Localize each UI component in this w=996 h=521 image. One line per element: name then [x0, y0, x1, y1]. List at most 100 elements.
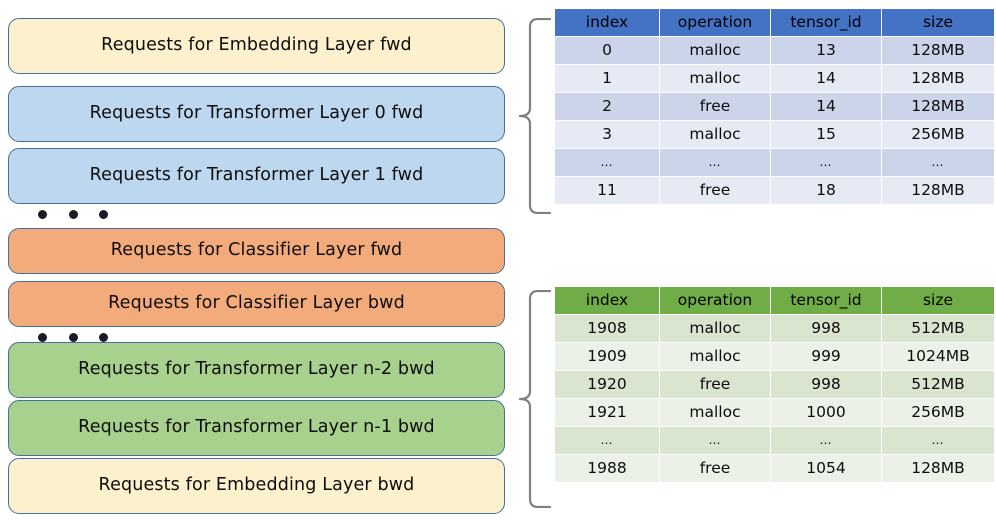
table-row: ………… [555, 427, 994, 454]
table-cell-size: 512MB [882, 315, 994, 342]
table-cell-index: 1 [555, 65, 659, 92]
brace-backward-requests [518, 290, 552, 508]
table-cell-index: 1920 [555, 371, 659, 398]
request-box-label: Requests for Embedding Layer fwd [101, 35, 412, 56]
request-box-label: Requests for Classifier Layer fwd [110, 240, 403, 261]
table-cell-operation: malloc [660, 315, 770, 342]
table-cell-tensor_id: … [771, 427, 881, 454]
table-cell-operation: free [660, 177, 770, 204]
table-cell-operation: malloc [660, 37, 770, 64]
request-box-transformer-0-fwd: Requests for Transformer Layer 0 fwd [8, 86, 505, 142]
request-box-transformer-n2-bwd: Requests for Transformer Layer n-2 bwd [8, 342, 505, 398]
ellipsis-dot [99, 209, 108, 219]
table-cell-size: 256MB [882, 121, 994, 148]
table-cell-size: 128MB [882, 65, 994, 92]
table-cell-size: 512MB [882, 371, 994, 398]
table-cell-tensor_id: … [771, 149, 881, 176]
table-cell-operation: malloc [660, 399, 770, 426]
table-cell-tensor_id: 1000 [771, 399, 881, 426]
request-box-label: Requests for Transformer Layer 1 fwd [89, 165, 424, 186]
column-header-tensor-id: tensor_id [771, 287, 881, 314]
table-header-row: index operation tensor_id size [555, 287, 994, 314]
table-cell-operation: free [660, 371, 770, 398]
request-box-embedding-fwd: Requests for Embedding Layer fwd [8, 18, 505, 74]
table-cell-index: … [555, 149, 659, 176]
column-header-operation: operation [660, 9, 770, 36]
table-cell-index: 1908 [555, 315, 659, 342]
table-cell-size: … [882, 149, 994, 176]
column-header-operation: operation [660, 287, 770, 314]
request-box-embedding-bwd: Requests for Embedding Layer bwd [8, 458, 505, 514]
ellipsis-dot [38, 209, 47, 219]
table-cell-tensor_id: 14 [771, 93, 881, 120]
column-header-size: size [882, 287, 994, 314]
request-box-transformer-1-fwd: Requests for Transformer Layer 1 fwd [8, 148, 505, 204]
table-cell-operation: malloc [660, 343, 770, 370]
table-cell-operation: malloc [660, 65, 770, 92]
table-cell-size: 128MB [882, 37, 994, 64]
ellipsis-dot [68, 332, 78, 342]
table-cell-tensor_id: 13 [771, 37, 881, 64]
ellipsis-dot [99, 332, 108, 342]
request-box-label: Requests for Transformer Layer 0 fwd [89, 103, 424, 124]
table-cell-index: 2 [555, 93, 659, 120]
table-cell-index: 1921 [555, 399, 659, 426]
table-cell-size: … [882, 427, 994, 454]
request-box-label: Requests for Transformer Layer n-2 bwd [78, 359, 435, 380]
table-cell-tensor_id: 999 [771, 343, 881, 370]
request-box-label: Requests for Transformer Layer n-1 bwd [78, 417, 435, 438]
table-cell-index: 1909 [555, 343, 659, 370]
table-cell-operation: free [660, 455, 770, 482]
table-cell-index: 11 [555, 177, 659, 204]
column-header-size: size [882, 9, 994, 36]
column-header-tensor-id: tensor_id [771, 9, 881, 36]
ellipsis-backward [38, 330, 108, 344]
table-cell-operation: malloc [660, 121, 770, 148]
table-cell-index: … [555, 427, 659, 454]
request-box-classifier-bwd: Requests for Classifier Layer bwd [8, 281, 505, 327]
column-header-index: index [555, 9, 659, 36]
table-cell-size: 1024MB [882, 343, 994, 370]
column-header-index: index [555, 287, 659, 314]
brace-forward-requests [518, 18, 552, 214]
request-box-label: Requests for Classifier Layer bwd [108, 293, 405, 314]
table-cell-size: 128MB [882, 177, 994, 204]
table-cell-index: 0 [555, 37, 659, 64]
request-box-transformer-n1-bwd: Requests for Transformer Layer n-1 bwd [8, 400, 505, 456]
table-cell-operation: … [660, 149, 770, 176]
table-cell-tensor_id: 18 [771, 177, 881, 204]
table-cell-size: 256MB [882, 399, 994, 426]
table-cell-size: 128MB [882, 93, 994, 120]
table-cell-index: 1988 [555, 455, 659, 482]
table-row: ………… [555, 149, 994, 176]
request-box-label: Requests for Embedding Layer bwd [98, 475, 415, 496]
table-cell-tensor_id: 14 [771, 65, 881, 92]
request-box-classifier-fwd: Requests for Classifier Layer fwd [8, 228, 505, 274]
table-cell-tensor_id: 998 [771, 315, 881, 342]
table-cell-tensor_id: 998 [771, 371, 881, 398]
table-cell-size: 128MB [882, 455, 994, 482]
ellipsis-forward [38, 207, 108, 221]
table-cell-operation: free [660, 93, 770, 120]
ellipsis-dot [38, 332, 47, 342]
table-header-row: index operation tensor_id size [555, 9, 994, 36]
table-cell-tensor_id: 1054 [771, 455, 881, 482]
table-cell-tensor_id: 15 [771, 121, 881, 148]
table-cell-operation: … [660, 427, 770, 454]
ellipsis-dot [68, 209, 78, 219]
